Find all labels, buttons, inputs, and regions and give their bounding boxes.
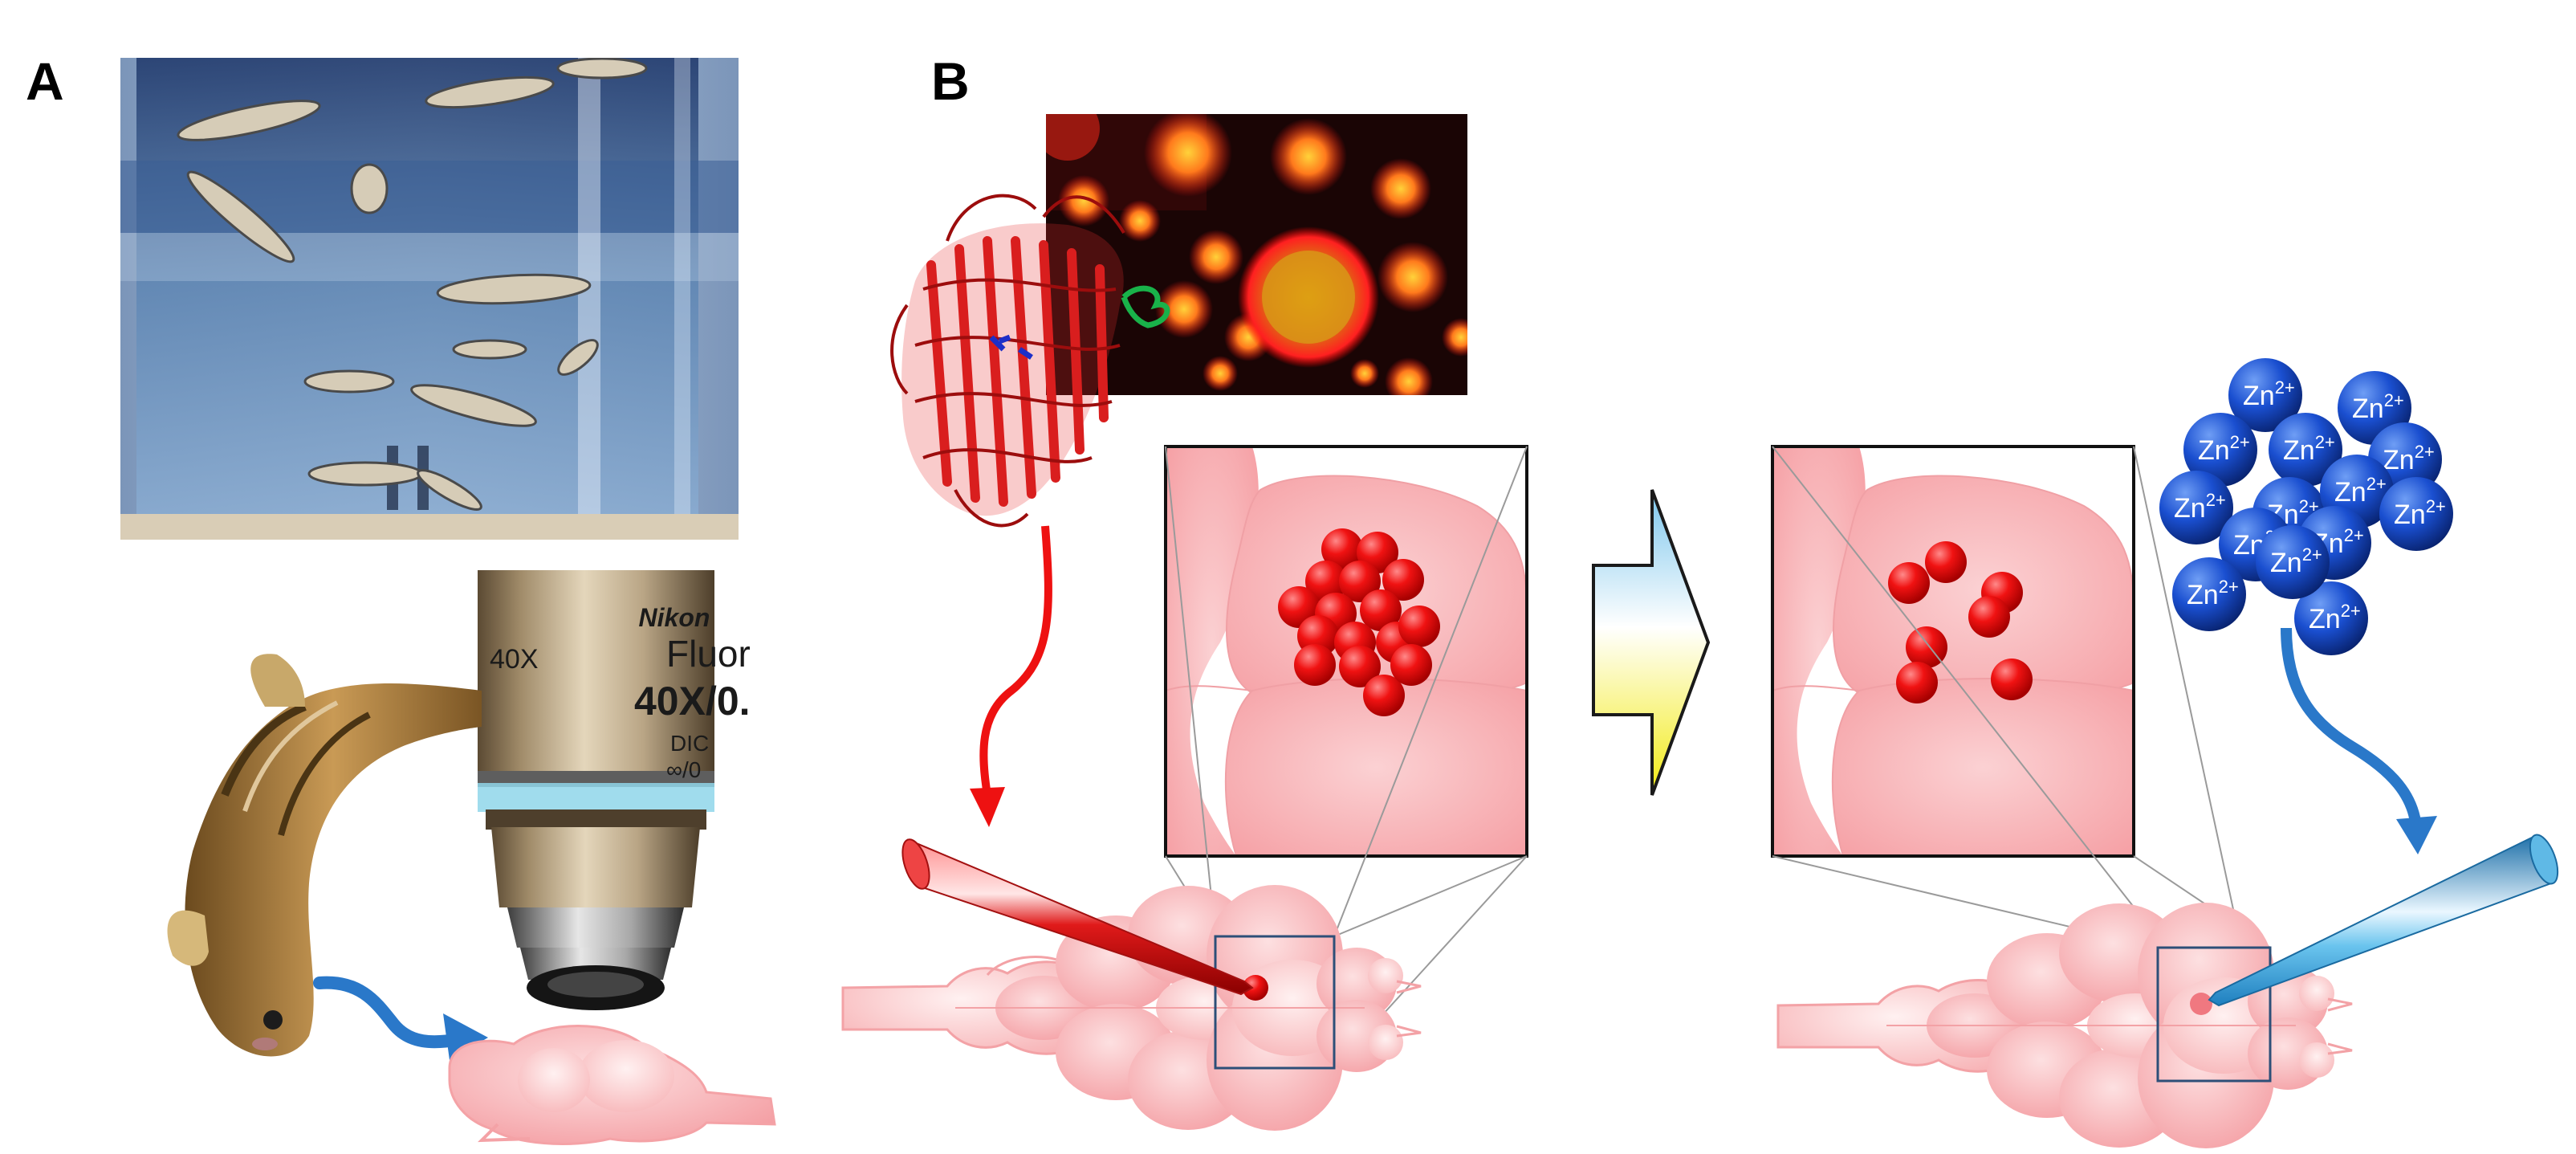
zinc-ion-label: Zn2+ xyxy=(2383,442,2435,475)
fluorescent-beads-after xyxy=(1888,541,2033,703)
zinc-ion-label: Zn2+ xyxy=(2352,390,2404,424)
brain-dorsal-after xyxy=(1776,903,2353,1148)
zinc-ion-label: Zn2+ xyxy=(2198,432,2250,466)
pipette-blue xyxy=(2208,834,2559,1007)
zinc-ion-sphere xyxy=(2159,471,2233,544)
zinc-ion: Zn2+ xyxy=(2228,358,2302,432)
larval-brain-small xyxy=(448,1025,776,1145)
zinc-ion-sphere xyxy=(2256,525,2330,599)
fish-tank-photo xyxy=(120,58,739,540)
panel-a-label: A xyxy=(26,51,64,111)
panel-b-label: B xyxy=(931,51,970,111)
fluorescence-image xyxy=(1046,114,1467,395)
zinc-ion-label: Zn2+ xyxy=(2187,577,2239,610)
fluorescent-beads-before xyxy=(1278,528,1440,716)
injection-site-red xyxy=(1243,975,1268,1001)
arrow-fish-to-brain xyxy=(313,976,466,1049)
zinc-ion-label: Zn2+ xyxy=(2283,432,2335,466)
zinc-ion: Zn2+ xyxy=(2159,471,2233,544)
zinc-ion: Zn2+ xyxy=(2256,525,2330,599)
zinc-ion-sphere xyxy=(2269,413,2342,487)
zinc-ion-label: Zn2+ xyxy=(2243,377,2295,411)
zinc-ion-sphere xyxy=(2228,358,2302,432)
zinc-ion-sphere xyxy=(2172,557,2246,631)
transition-arrow xyxy=(1592,489,1711,796)
zoom-inset-after xyxy=(1771,445,2135,858)
zinc-ion-cluster: Zn2+Zn2+Zn2+Zn2+Zn2+Zn2+Zn2+Zn2+Zn2+Zn2+… xyxy=(2159,358,2453,655)
zinc-ion-sphere xyxy=(2294,581,2368,655)
microscope-objective-lens: Nikon 40X Fluor 40X/0. DIC ∞/0 xyxy=(478,570,751,1010)
zoom-region-box-after xyxy=(2156,946,2272,1083)
zinc-ion: Zn2+ xyxy=(2172,557,2246,631)
zoom-projection-lines xyxy=(1165,446,2271,1082)
lens-name: Fluor xyxy=(666,633,751,675)
zinc-ion-label: Zn2+ xyxy=(2334,474,2387,508)
arrow-zinc-to-pipette xyxy=(2281,627,2422,828)
arrow-protein-to-pipette xyxy=(979,525,1052,796)
zinc-ion-sphere xyxy=(2379,477,2453,551)
lens-infinity: ∞/0 xyxy=(666,757,701,782)
brain-dorsal-before xyxy=(841,885,1422,1131)
arrow-protein-to-pipette-head xyxy=(970,787,1005,827)
lens-spec: 40X/0. xyxy=(634,679,751,724)
lens-dic: DIC xyxy=(670,731,709,756)
injection-site-pink xyxy=(2190,993,2212,1015)
zinc-ion-sphere xyxy=(2183,413,2257,487)
zinc-ion-label: Zn2+ xyxy=(2174,490,2226,524)
zinc-ion: Zn2+ xyxy=(2379,477,2453,551)
zinc-ion: Zn2+ xyxy=(2269,413,2342,487)
zebrafish-swimming xyxy=(177,58,648,511)
lens-brand: Nikon xyxy=(639,603,710,632)
adult-zebrafish xyxy=(167,654,482,1057)
fluorescent-protein-structure xyxy=(890,194,1170,528)
lens-magnification-side: 40X xyxy=(490,644,539,675)
zinc-ion-label: Zn2+ xyxy=(2270,544,2322,578)
arrow-fish-to-brain-head xyxy=(443,1013,488,1060)
arrow-zinc-to-pipette-head xyxy=(2396,816,2437,854)
zoom-region-box-before xyxy=(1214,935,1336,1070)
zinc-ion-label: Zn2+ xyxy=(2394,496,2446,530)
zinc-ion: Zn2+ xyxy=(2183,413,2257,487)
zinc-ion: Zn2+ xyxy=(2294,581,2368,655)
zinc-ion-label: Zn2+ xyxy=(2309,601,2361,634)
pipette-red xyxy=(901,838,1254,996)
